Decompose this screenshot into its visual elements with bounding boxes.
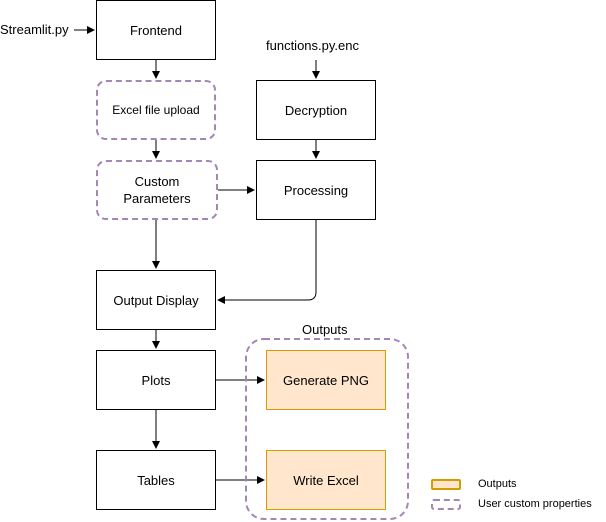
output-display-node: Output Display (96, 270, 216, 330)
arrow-processing-to-output-display (217, 220, 317, 304)
processing-node: Processing (256, 160, 376, 220)
streamlit-file-label: Streamlit.py (0, 22, 69, 37)
excel-upload-label: Excel file upload (112, 102, 200, 117)
decryption-node: Decryption (256, 80, 376, 140)
tables-label: Tables (137, 472, 175, 488)
legend-outputs-swatch (431, 479, 461, 490)
functions-file-label: functions.py.enc (266, 38, 359, 53)
frontend-label: Frontend (129, 22, 183, 38)
legend-outputs-label: Outputs (478, 478, 517, 490)
write-excel-node: Write Excel (266, 450, 386, 510)
generate-png-node: Generate PNG (266, 350, 386, 410)
outputs-group-border (245, 338, 409, 520)
generate-png-label: Generate PNG (283, 372, 369, 388)
tables-node: Tables (96, 450, 216, 510)
custom-parameters-node: Custom Parameters (96, 160, 218, 220)
write-excel-label: Write Excel (293, 472, 359, 488)
decryption-label: Decryption (284, 102, 348, 118)
legend-custom-swatch (431, 499, 461, 510)
legend-custom-label: User custom properties (478, 498, 592, 510)
processing-label: Processing (283, 182, 349, 198)
excel-upload-node: Excel file upload (96, 80, 216, 140)
outputs-group-label: Outputs (302, 322, 348, 337)
plots-label: Plots (141, 372, 171, 388)
plots-node: Plots (96, 350, 216, 410)
custom-parameters-label: Custom Parameters (123, 174, 191, 206)
frontend-node: Frontend (96, 0, 216, 60)
output-display-label: Output Display (113, 292, 199, 308)
